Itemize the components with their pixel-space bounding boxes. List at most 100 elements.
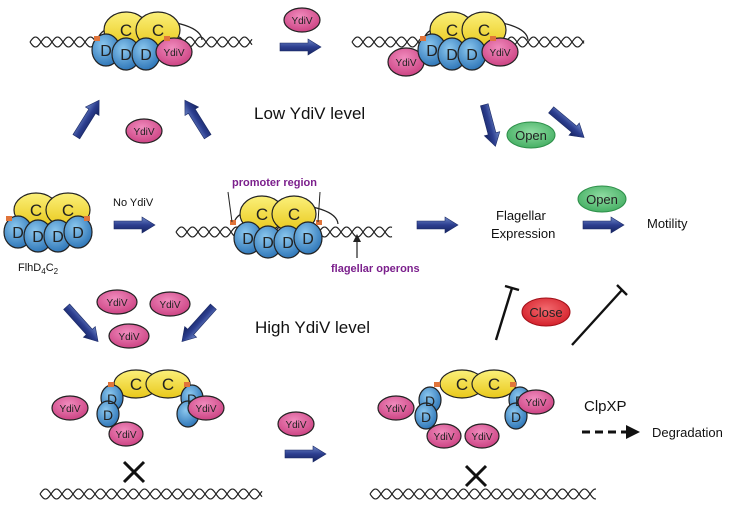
- complex-promoter-bound: C C D D D D: [227, 191, 339, 259]
- flagellar-operons-label: flagellar operons: [331, 263, 420, 275]
- ydiv-label: YdiV: [106, 298, 127, 309]
- d-label: D: [446, 47, 458, 64]
- flhd4c2-sub1: 4: [41, 267, 46, 277]
- ydiv-label: YdiV: [115, 430, 136, 441]
- ydiv-label: YdiV: [385, 404, 406, 415]
- ydiv-label: YdiV: [489, 48, 510, 59]
- ydiv-protein: [155, 37, 193, 67]
- degradation-label: Degradation: [652, 425, 723, 440]
- d-label: D: [52, 229, 64, 246]
- inhibition-line-motility: [571, 284, 628, 346]
- d-label: D: [103, 407, 113, 423]
- ydiv-label: YdiV: [525, 398, 546, 409]
- d-label: D: [421, 409, 431, 425]
- d-label: D: [282, 235, 294, 252]
- ydiv-label: YdiV: [471, 432, 492, 443]
- d-label: D: [107, 391, 117, 407]
- no-ydiv-label: No YdiV: [113, 197, 154, 209]
- hinge-marker: [94, 36, 100, 41]
- ydiv-label: YdiV: [395, 58, 416, 69]
- complex-free-flhd4c2: C C D D D D: [3, 192, 93, 253]
- arrow-up-right: [184, 99, 212, 140]
- ydiv-free-top: YdiV: [283, 7, 321, 33]
- dna-bottom-left: [39, 488, 263, 500]
- inhibition-line-expression: [494, 284, 520, 341]
- flagellar-expression-label-line2: Expression: [491, 226, 556, 241]
- degradation-arrow: [582, 425, 640, 439]
- open-state-1: Open: [506, 121, 556, 149]
- d-label: D: [100, 43, 112, 60]
- d-label: D: [425, 393, 435, 409]
- arrow-down-right: [181, 303, 217, 343]
- c-label: C: [152, 21, 164, 40]
- c-label: C: [162, 375, 174, 394]
- arrow-down-expression-1: [480, 103, 501, 147]
- flagellar-expression-label-line1: Flagellar: [496, 208, 546, 223]
- ydiv-label: YdiV: [195, 404, 216, 415]
- hinge-marker: [164, 36, 170, 41]
- close-state: Close: [521, 297, 571, 327]
- d-label: D: [120, 47, 132, 64]
- ydiv-label: YdiV: [118, 332, 139, 343]
- clpxp-label: ClpXP: [584, 398, 627, 415]
- dna-bottom-right: [369, 488, 596, 500]
- c-label: C: [256, 205, 268, 224]
- flhd4c2-sub2: 2: [53, 267, 59, 277]
- d-label: D: [32, 229, 44, 246]
- motility-label: Motility: [647, 216, 688, 231]
- ydiv-free-bottom: YdiV: [277, 411, 315, 437]
- flhd4c2-name: FlhD: [18, 262, 42, 274]
- d-label: D: [187, 391, 197, 407]
- ydiv-label: YdiV: [163, 48, 184, 59]
- ydiv-cluster: YdiV YdiV YdiV: [96, 289, 191, 349]
- d-label: D: [242, 231, 254, 248]
- open-label: Open: [586, 192, 618, 207]
- no-binding-x-left: [122, 460, 146, 484]
- d-label: D: [140, 47, 152, 64]
- ydiv-label: YdiV: [159, 300, 180, 311]
- operon-pointer: [353, 234, 361, 258]
- high-ydiv-level-label: High YdiV level: [255, 318, 370, 337]
- arrow-top-right: [279, 38, 322, 56]
- c-label: C: [456, 375, 468, 394]
- d-label: D: [262, 235, 274, 252]
- d-label: D: [466, 47, 478, 64]
- arrow-to-expression: [416, 216, 459, 234]
- complex-bottom-right: C C D D D D YdiV YdiV YdiV YdiV: [377, 369, 555, 449]
- complex-top-right: C C YdiV D D D YdiV: [387, 11, 529, 77]
- complex-bottom-left: C C D D D YdiV YdiV YdiV: [51, 369, 225, 447]
- arrow-down-expression-2: [548, 106, 585, 138]
- d-label: D: [302, 231, 314, 248]
- d-label: D: [72, 225, 84, 242]
- c-label: C: [130, 375, 142, 394]
- ydiv-free-mid: YdiV: [125, 118, 163, 144]
- ydiv-label: YdiV: [59, 404, 80, 415]
- complex-top-left: C C D D D YdiV: [91, 11, 203, 71]
- ydiv-label: YdiV: [285, 420, 306, 431]
- low-ydiv-level-label: Low YdiV level: [254, 104, 366, 123]
- ydiv-protein: [481, 37, 519, 67]
- close-label: Close: [529, 305, 562, 320]
- arrow-down-left: [63, 303, 99, 343]
- d-label: D: [12, 225, 24, 242]
- c-label: C: [478, 21, 490, 40]
- open-label: Open: [515, 128, 547, 143]
- hinge-marker: [420, 36, 426, 41]
- c-label: C: [446, 21, 458, 40]
- ydiv-label: YdiV: [291, 16, 312, 27]
- c-label: C: [120, 21, 132, 40]
- hinge-marker: [490, 36, 496, 41]
- promoter-region-label: promoter region: [232, 177, 317, 189]
- arrow-to-motility: [582, 216, 625, 234]
- open-state-2: Open: [577, 185, 627, 213]
- d-label: D: [426, 43, 438, 60]
- ydiv-label: YdiV: [133, 127, 154, 138]
- arrow-up-left: [72, 99, 100, 140]
- c-label: C: [488, 375, 500, 394]
- c-label: C: [30, 201, 42, 220]
- flhd4c2-mid: C: [45, 262, 54, 274]
- c-label: C: [62, 201, 74, 220]
- flhd4c2-label: FlhD4C2: [18, 262, 58, 276]
- ydiv-label: YdiV: [433, 432, 454, 443]
